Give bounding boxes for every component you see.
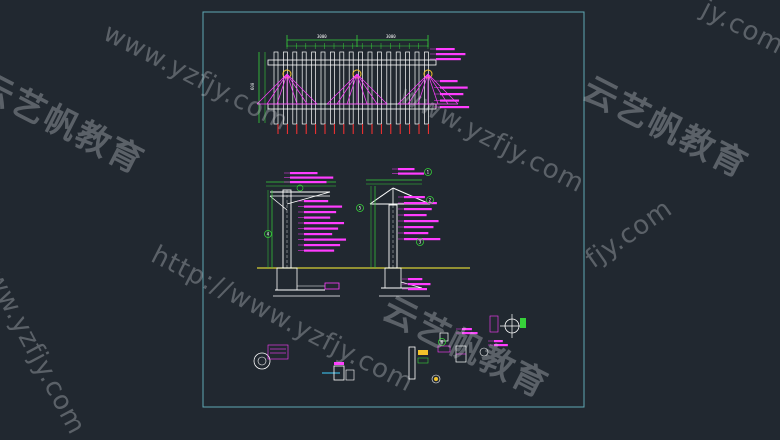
callout-marker: 2 [426,196,434,204]
callout-number: 6 [441,340,444,345]
callout-marker: 3 [416,238,424,246]
plan-dim-right: 3000 [386,34,396,39]
sheet-frame [202,11,585,408]
elevation-left [257,172,470,297]
callout-number: 2 [429,198,432,203]
plan-dim-left: 3000 [317,34,327,39]
callout-marker: 4 [264,230,272,238]
detail-views [253,314,526,384]
plan-view: 3000 3000 600 [250,34,470,134]
cad-drawing: 3000 3000 600 [202,11,585,408]
callout-marker: 1 [424,168,432,176]
callout-marker: 6 [438,338,446,346]
callout-number: 4 [267,232,270,237]
callout-number: 5 [359,206,362,211]
callout-marker: 5 [356,204,364,212]
callout-number: 3 [419,240,422,245]
plan-side-dim: 600 [250,82,255,90]
elevation-right [366,168,441,297]
callout-number: 1 [427,170,430,175]
